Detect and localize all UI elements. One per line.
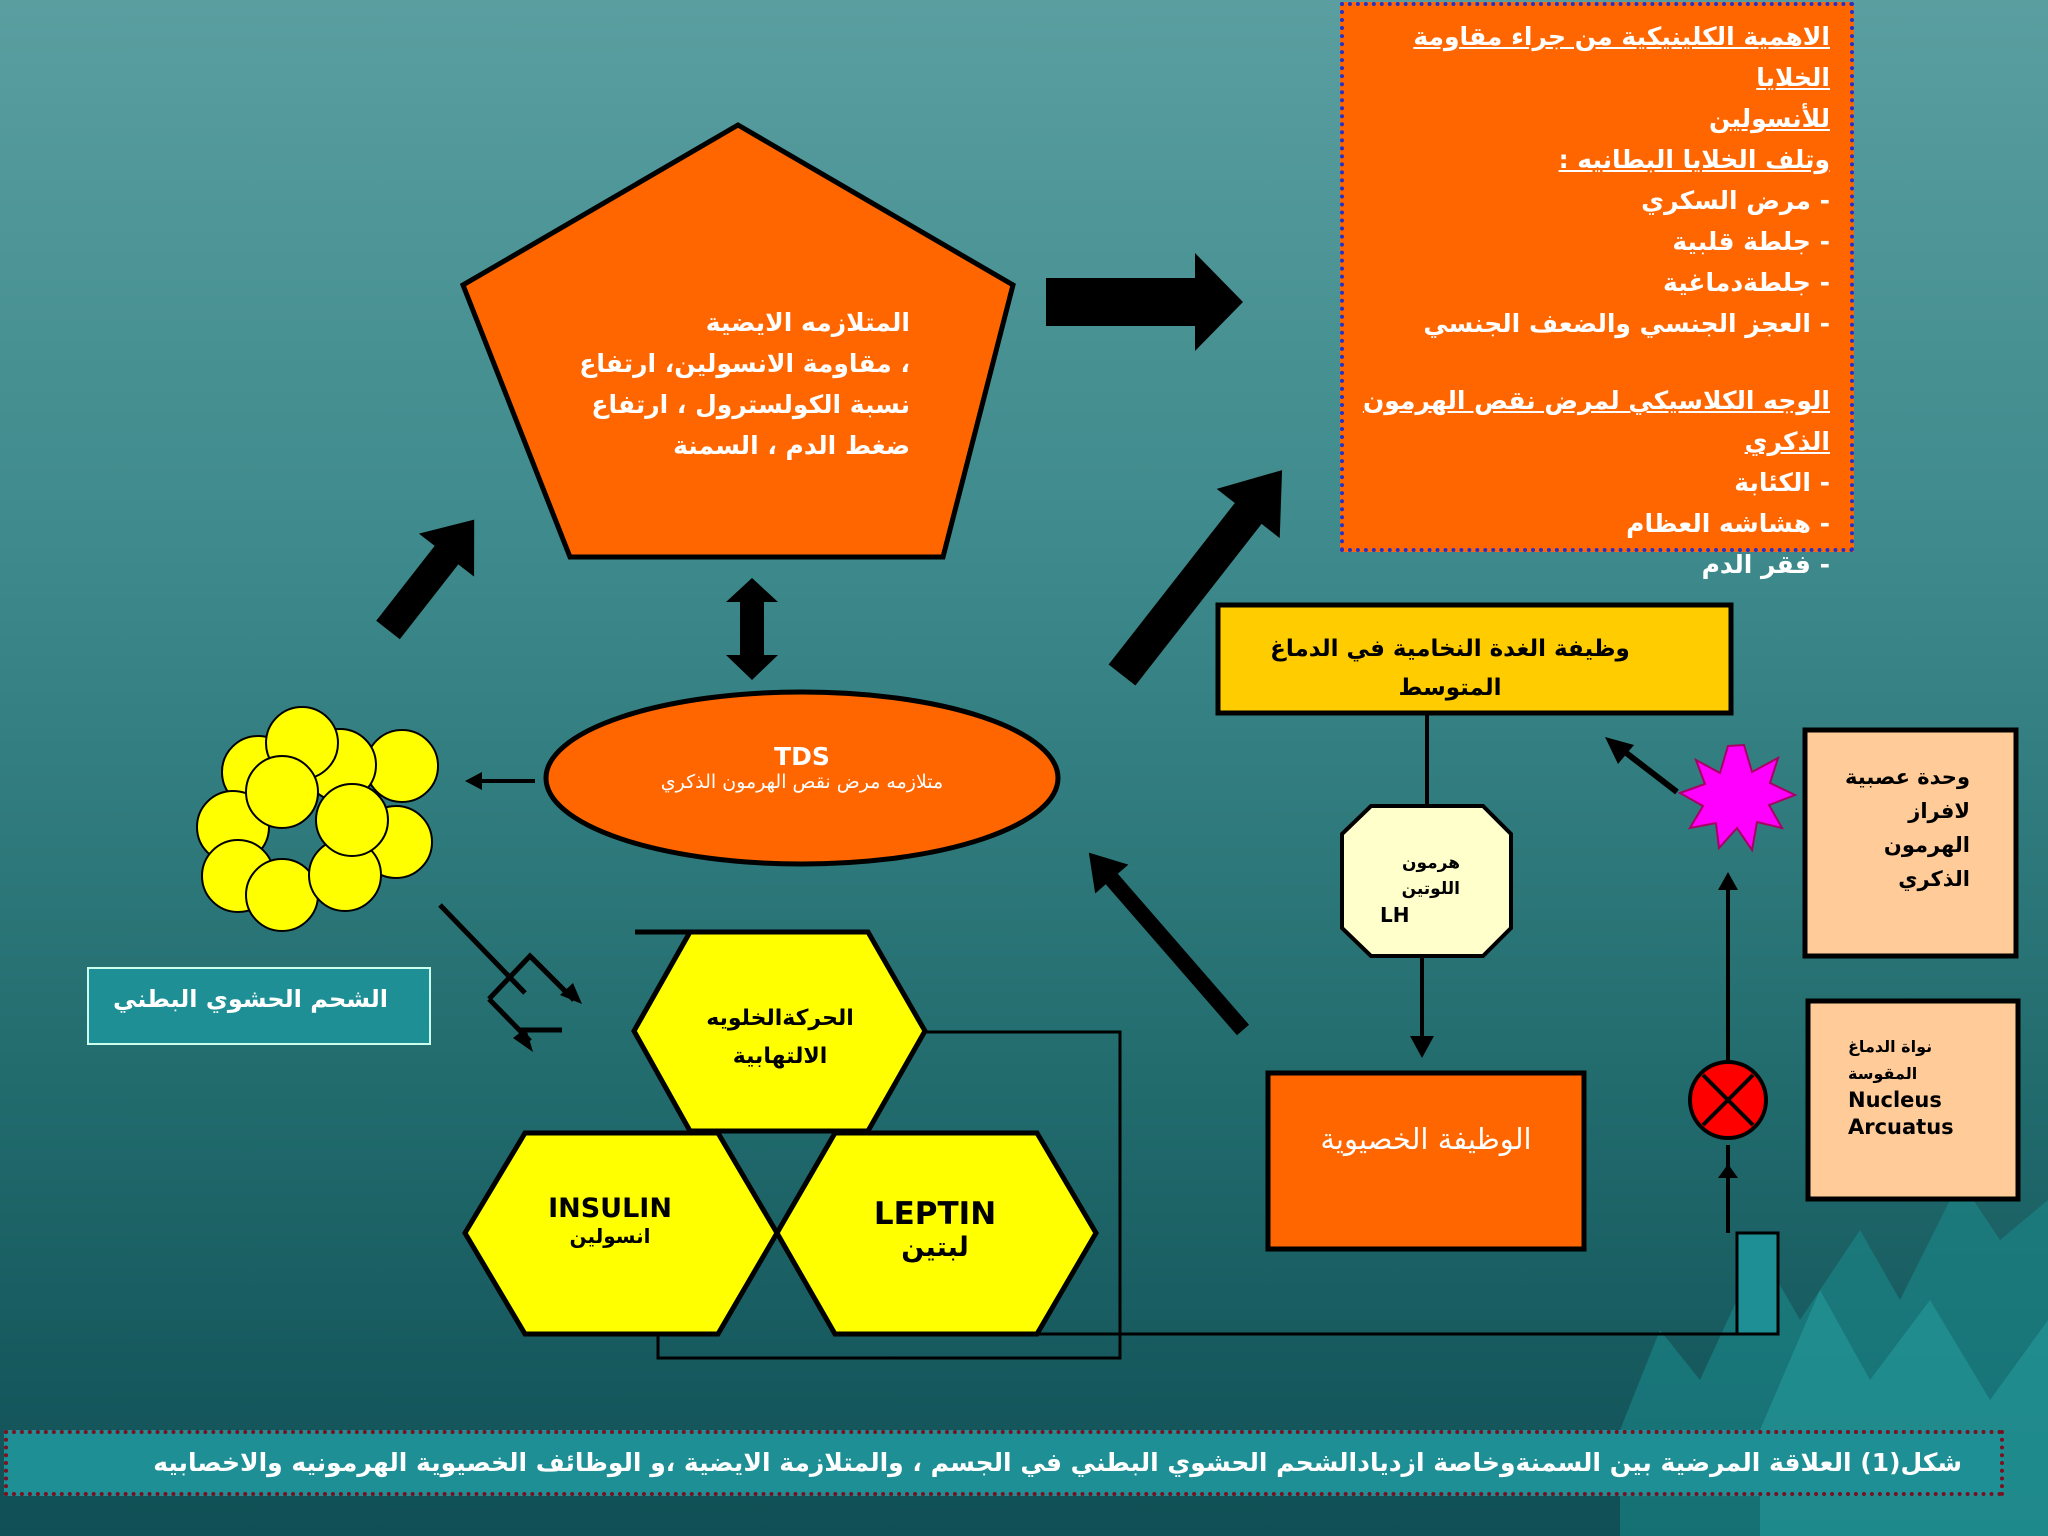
clinical-title2-1: الوجه الكلاسيكي لمرض نقص الهرمون [1354, 380, 1830, 421]
hex-line: لبتين [820, 1232, 1050, 1263]
neural-line: الهرمون [1820, 828, 1970, 862]
pentagon-line: نسبة الكولسترول ، ارتفاع [560, 384, 910, 425]
lh-text: هرمون اللوتين LH [1380, 850, 1460, 928]
clinical-title-2: للأنسولين [1354, 98, 1830, 139]
hex-insulin-text: INSULIN انسولين [505, 1193, 715, 1248]
pituitary-line: المتوسط [1240, 669, 1660, 708]
arrow-star-to-pituitary-head [1605, 737, 1634, 764]
hex-line: INSULIN [505, 1193, 715, 1224]
fat-label: الشحم الحشوي البطني [88, 985, 388, 1013]
clinical-title-3: وتلف الخلايا البطانيه : [1354, 139, 1830, 180]
hex-line: LEPTIN [820, 1196, 1050, 1232]
clinical-importance-box: الاهمية الكلينيكية من جراء مقاومة الخلاي… [1340, 2, 1854, 552]
neural-unit-text: وحدة عصبية لافراز الهرمون الذكري [1820, 760, 1970, 896]
clinical-title2-2: الذكري [1354, 421, 1830, 462]
nucleus-line: Nucleus [1848, 1087, 1998, 1114]
clinical-item: - جلطة قلبية [1354, 221, 1830, 262]
starburst-icon [1680, 745, 1795, 850]
fat-cells-cluster [197, 707, 438, 931]
neural-line: وحدة عصبية [1820, 760, 1970, 794]
hex-line: انسولين [505, 1224, 715, 1248]
tds-text: TDS متلازمه مرض نقص الهرمون الذكري [560, 742, 1044, 793]
caption-bar: شكل(1) العلاقة المرضية بين السمنةوخاصة ا… [4, 1430, 2004, 1496]
clinical-item: - جلطةدماغية [1354, 262, 1830, 303]
spacer [1354, 344, 1830, 380]
trident-arrows [440, 905, 574, 1041]
arrow-fat-to-pentagon [360, 498, 501, 651]
arrow-up-to-x-head [1718, 1164, 1738, 1178]
arrow-lh-head [1410, 1036, 1434, 1058]
nucleus-line: Arcuatus [1848, 1114, 1998, 1141]
arrow-up-to-star-head [1718, 872, 1738, 890]
pentagon-line: المتلازمه الايضية [560, 302, 910, 343]
hex-inflammatory-text: الحركةالخلويه الالتهابية [690, 1000, 870, 1076]
connector-small-box [1737, 1233, 1778, 1334]
hex-leptin-text: LEPTIN لبتين [820, 1196, 1050, 1263]
tds-subtitle: متلازمه مرض نقص الهرمون الذكري [560, 771, 1044, 793]
clinical-item: - فقر الدم [1354, 544, 1830, 585]
arrow-tds-to-fat-head [465, 772, 482, 790]
neural-line: لافراز [1820, 794, 1970, 828]
arrow-testicular-to-tds [1072, 838, 1259, 1044]
lh-line: LH [1380, 902, 1460, 928]
inhibition-x-icon [1690, 1062, 1766, 1138]
arrow-to-clinical-box [1046, 253, 1243, 351]
pentagon-line: ، مقاومة الانسولين، ارتفاع [560, 343, 910, 384]
lh-line: هرمون [1380, 850, 1460, 876]
testicular-box [1268, 1073, 1584, 1249]
caption-text: شكل(1) العلاقة المرضية بين السمنةوخاصة ا… [153, 1448, 1962, 1477]
pituitary-text: وظيفة الغدة النخامية في الدماغ المتوسط [1240, 630, 1660, 708]
hex-line: الحركةالخلويه [690, 1000, 870, 1038]
testicular-text: الوظيفة الخصيوية [1268, 1122, 1584, 1156]
clinical-title-1: الاهمية الكلينيكية من جراء مقاومة الخلاي… [1354, 16, 1830, 98]
nucleus-text: نواة الدماغ المقوسة Nucleus Arcuatus [1848, 1033, 1998, 1141]
arrow-star-to-pituitary [1625, 752, 1677, 792]
clinical-item: - مرض السكري [1354, 180, 1830, 221]
double-arrow-pentagon-tds [726, 578, 778, 680]
neural-line: الذكري [1820, 862, 1970, 896]
clinical-item: - الكئابة [1354, 462, 1830, 503]
pentagon-line: ضغط الدم ، السمنة [560, 425, 910, 466]
nucleus-line: المقوسة [1848, 1060, 1998, 1087]
clinical-item: - هشاشه العظام [1354, 503, 1830, 544]
clinical-item: - العجز الجنسي والضعف الجنسي [1354, 303, 1830, 344]
tds-title: TDS [560, 742, 1044, 771]
hex-line: الالتهابية [690, 1038, 870, 1076]
lh-line: اللوتين [1380, 876, 1460, 902]
nucleus-line: نواة الدماغ [1848, 1033, 1998, 1060]
pituitary-line: وظيفة الغدة النخامية في الدماغ [1240, 630, 1660, 669]
pentagon-text: المتلازمه الايضية ، مقاومة الانسولين، ار… [560, 302, 910, 466]
